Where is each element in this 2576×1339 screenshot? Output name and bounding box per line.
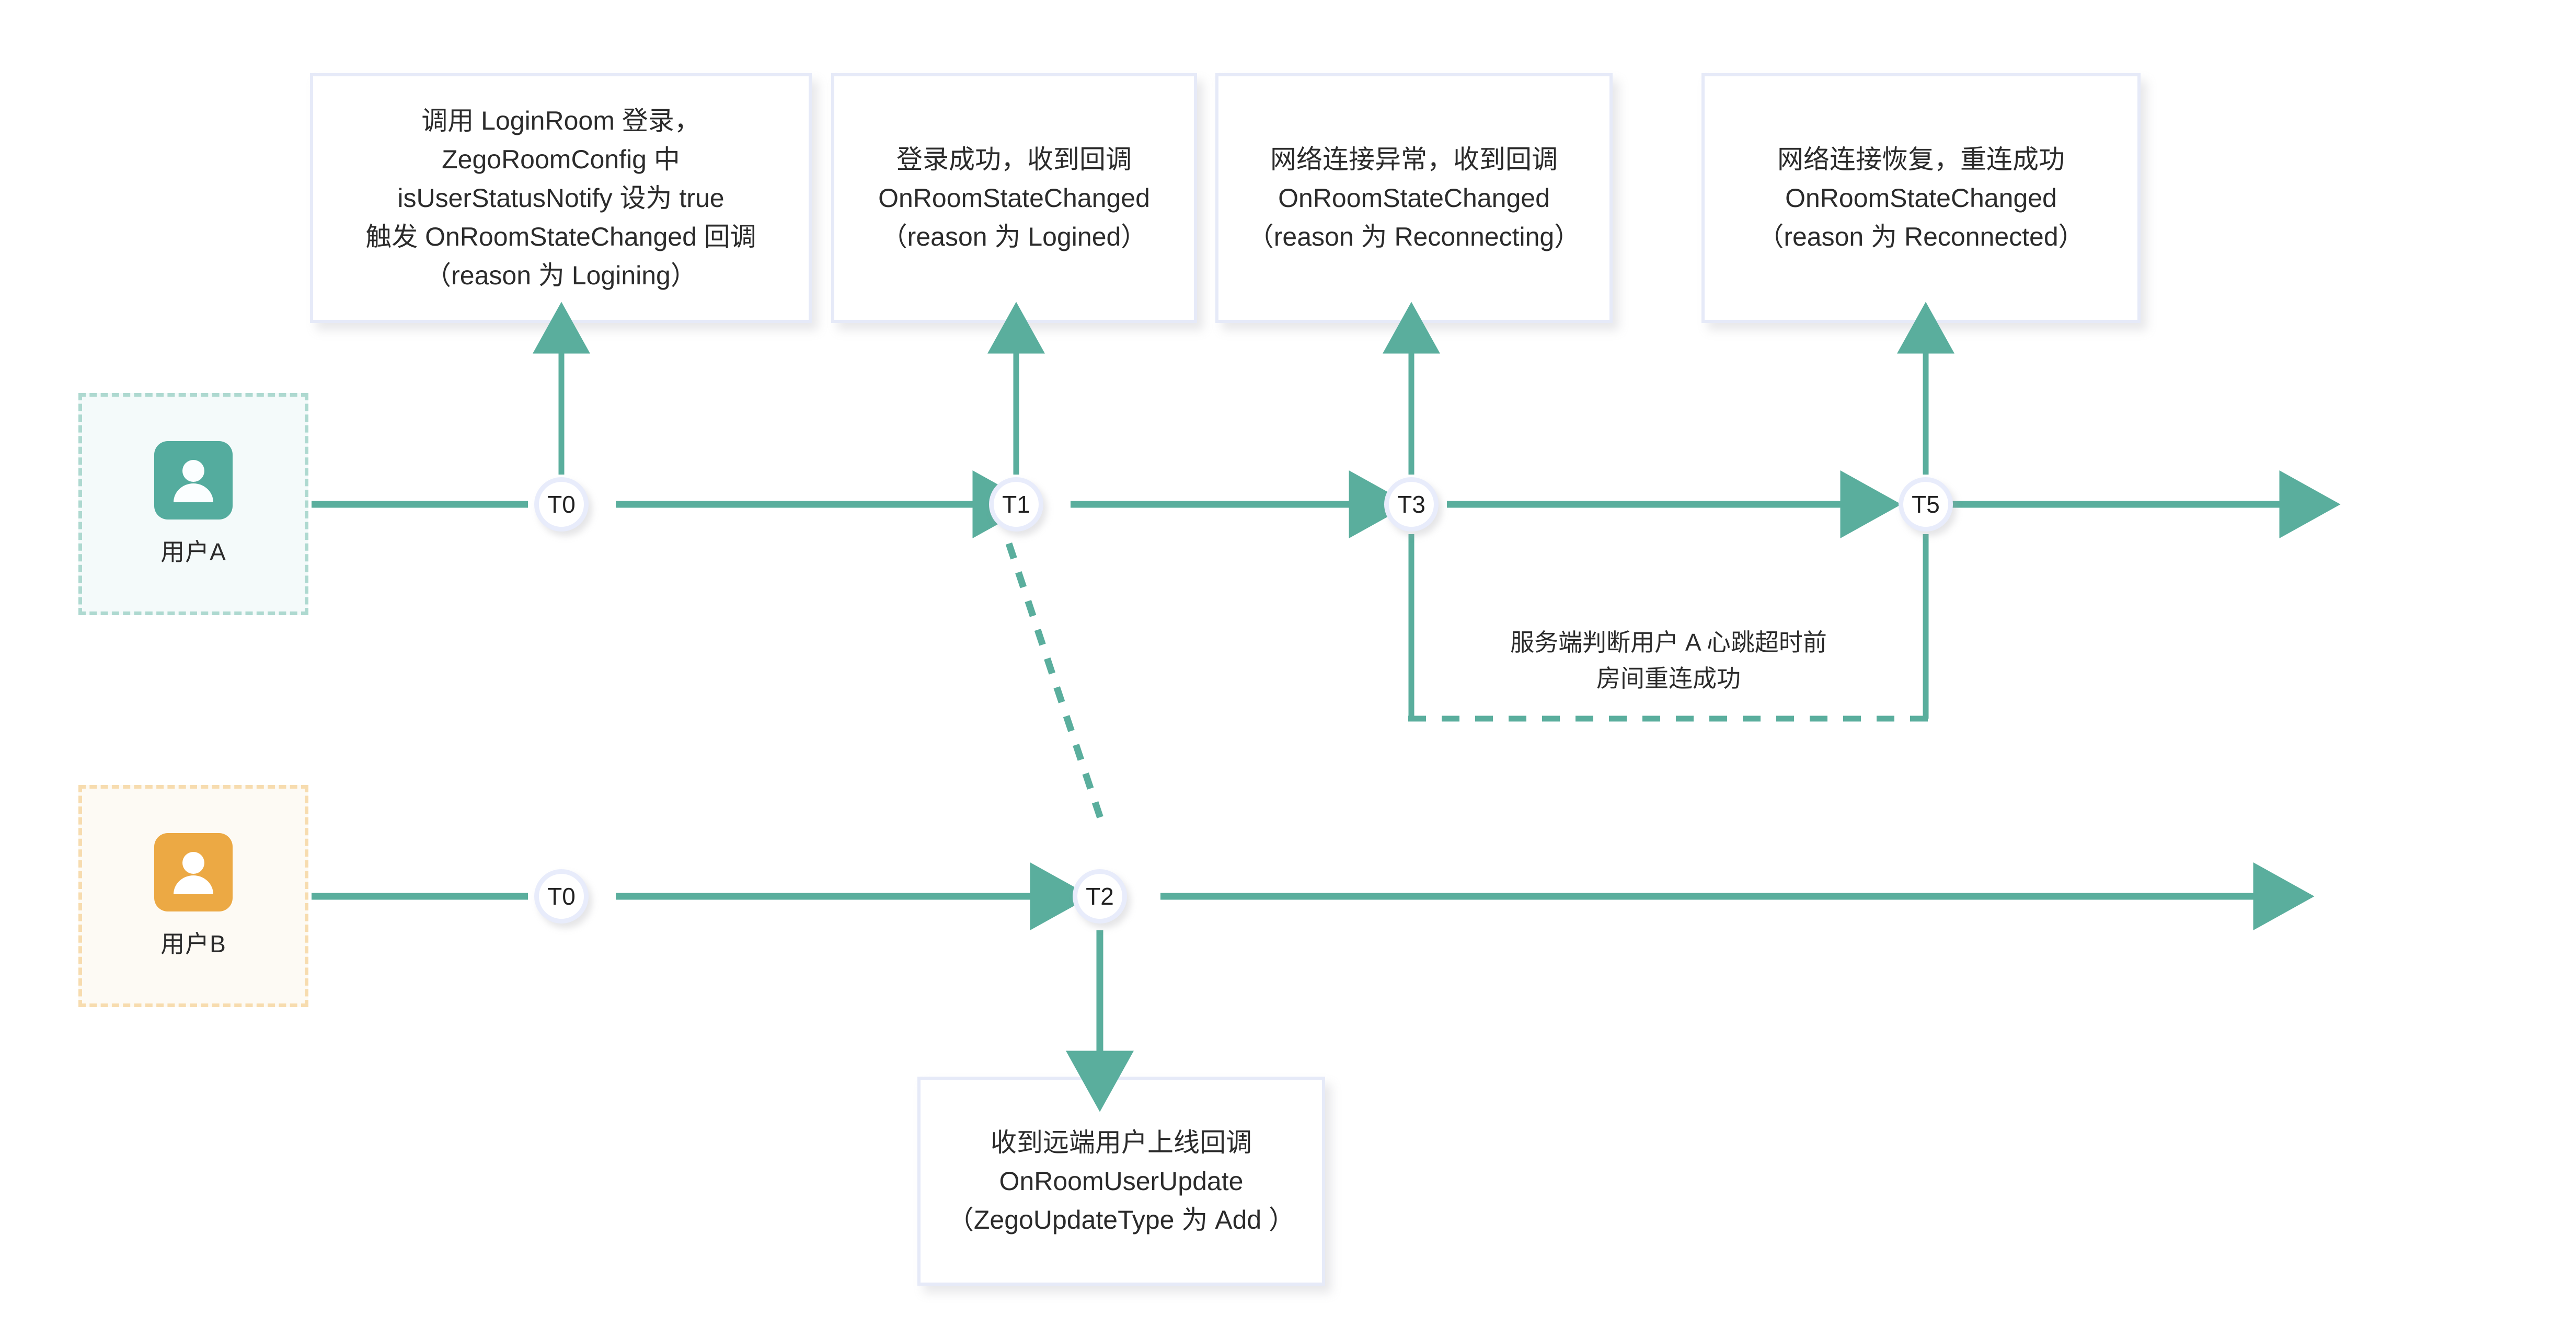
- person-icon: [174, 459, 213, 502]
- note-login-room: 调用 LoginRoom 登录， ZegoRoomConfig 中 isUser…: [310, 73, 812, 323]
- avatar: [154, 441, 233, 520]
- time-node-a-t5[interactable]: T5: [1899, 477, 1953, 532]
- cross-lane-dashed-message: [1005, 542, 1107, 827]
- note-logined: 登录成功，收到回调 OnRoomStateChanged （reason 为 L…: [831, 73, 1197, 323]
- participant-user-b[interactable]: 用户B: [78, 785, 308, 1007]
- heartbeat-annotation: 服务端判断用户 A 心跳超时前 房间重连成功: [1510, 629, 1827, 692]
- note-connectors: [533, 302, 1954, 475]
- time-node-b-t0[interactable]: T0: [534, 869, 589, 924]
- note-room-user-update: 收到远端用户上线回调 OnRoomUserUpdate （ZegoUpdateT…: [917, 1077, 1325, 1286]
- time-node-a-t3[interactable]: T3: [1384, 477, 1439, 532]
- note-reconnecting: 网络连接异常，收到回调 OnRoomStateChanged （reason 为…: [1215, 73, 1613, 323]
- time-node-b-t2[interactable]: T2: [1073, 869, 1127, 924]
- note-reconnected: 网络连接恢复，重连成功 OnRoomStateChanged （reason 为…: [1701, 73, 2141, 323]
- participant-label: 用户A: [160, 538, 226, 565]
- time-node-a-t0[interactable]: T0: [534, 477, 589, 532]
- avatar: [154, 833, 233, 911]
- person-icon: [174, 851, 213, 894]
- time-node-a-t1[interactable]: T1: [989, 477, 1043, 532]
- participant-label: 用户B: [160, 930, 226, 957]
- participant-user-a[interactable]: 用户A: [78, 393, 308, 615]
